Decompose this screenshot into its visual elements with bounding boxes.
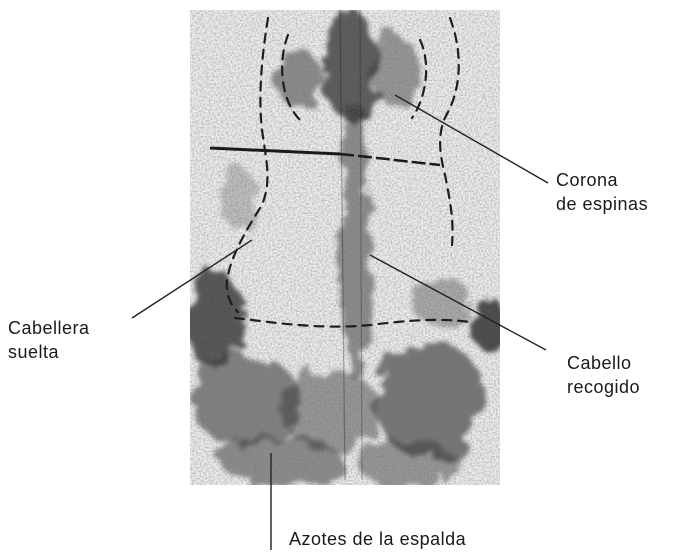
- label-tied-hair-line1: Cabello: [567, 351, 640, 375]
- label-lashes-line1: Azotes de la espalda: [289, 527, 466, 551]
- label-loose-hair-line1: Cabellera: [8, 316, 90, 340]
- label-crown-line2: de espinas: [556, 192, 648, 216]
- shroud-photograph: [185, 10, 510, 490]
- label-tied-hair: Cabello recogido: [567, 351, 640, 399]
- label-lashes: Azotes de la espalda: [289, 527, 466, 551]
- label-loose-hair-line2: suelta: [8, 340, 90, 364]
- label-loose-hair: Cabellera suelta: [8, 316, 90, 364]
- label-crown: Corona de espinas: [556, 168, 648, 216]
- label-tied-hair-line2: recogido: [567, 375, 640, 399]
- label-crown-line1: Corona: [556, 168, 648, 192]
